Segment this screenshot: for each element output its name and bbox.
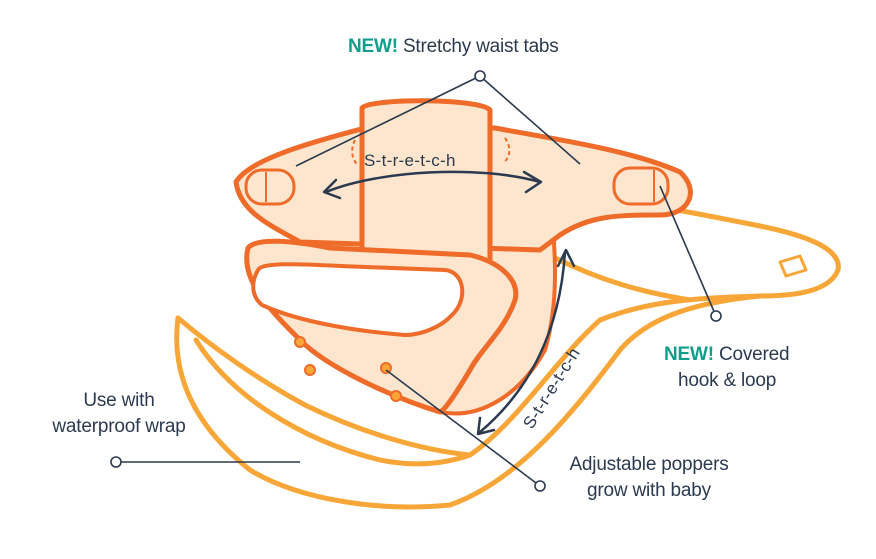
center-strap [359, 98, 493, 268]
stretch-arrows [322, 170, 576, 436]
popper [304, 364, 316, 376]
top-stretch-arrow [324, 170, 542, 194]
callout-line: Adjustable poppers [569, 454, 729, 475]
poppers [294, 336, 402, 402]
callout-text: Stretchy waist tabs [402, 36, 559, 57]
side-stretch-arrow [478, 250, 567, 434]
waterproof-wrap [174, 201, 841, 510]
popper [390, 390, 402, 402]
callout-line: Covered [718, 344, 790, 365]
callout-poppers: Adjustable poppers grow with baby [546, 452, 752, 504]
right-tab-hook [612, 166, 670, 206]
callout-line: grow with baby [587, 480, 711, 501]
left-tab-loop [244, 168, 296, 206]
leader-lines [120, 75, 717, 487]
callout-line: waterproof wrap [52, 416, 186, 437]
callout-line: hook & loop [678, 370, 777, 391]
new-badge: NEW! [348, 36, 398, 57]
callout-covered-hook: NEW! Covered hook & loop [664, 342, 790, 394]
callout-line: Use with [83, 390, 155, 411]
callout-waist-tabs: NEW! Stretchy waist tabs [348, 34, 559, 60]
new-badge: NEW! [664, 344, 714, 365]
leader-dots [110, 70, 722, 492]
stretch-label-top: S-t-r-e-t-c-h [364, 151, 456, 170]
callout-wrap: Use with waterproof wrap [14, 388, 224, 440]
front-panel [244, 238, 519, 415]
popper [380, 362, 392, 374]
popper [294, 336, 306, 348]
